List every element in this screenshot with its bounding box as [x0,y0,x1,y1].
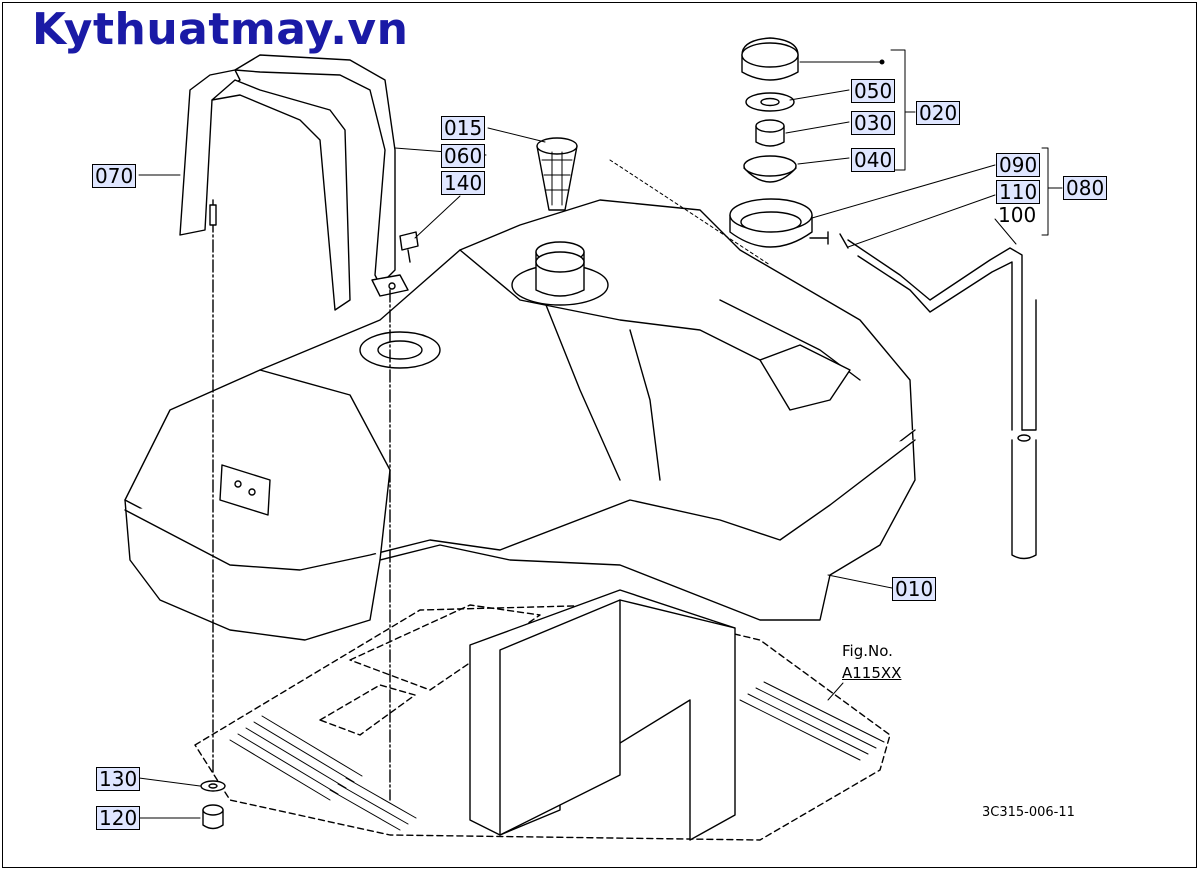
callout-130[interactable]: 130 [96,767,141,791]
callout-020[interactable]: 020 [916,101,961,125]
bolt [399,231,419,263]
callout-080[interactable]: 080 [1063,176,1108,200]
floor-plate [194,604,891,841]
callout-040[interactable]: 040 [851,148,896,172]
washer-nut [200,780,226,830]
figure-number[interactable]: A115XX [842,664,902,682]
callout-120[interactable]: 120 [96,806,141,830]
callout-060[interactable]: 060 [441,144,486,168]
fuel-tank [124,199,916,641]
cap-assembly [729,37,813,248]
callout-110[interactable]: 110 [996,180,1041,204]
filler-neck [535,241,585,297]
callout-140[interactable]: 140 [441,171,486,195]
watermark-logo: Kythuatmay.vn [32,4,409,55]
strainer [536,137,578,211]
callout-090[interactable]: 090 [996,153,1041,177]
drawing-number: 3C315-006-11 [982,805,1075,820]
stud-lines [209,199,391,801]
callout-070[interactable]: 070 [92,164,137,188]
callout-030[interactable]: 030 [851,111,896,135]
callout-010[interactable]: 010 [892,577,937,601]
figure-label: Fig.No. [842,642,893,660]
bracket [179,54,409,311]
callout-050[interactable]: 050 [851,79,896,103]
breather-hose [809,231,1037,560]
callout-015[interactable]: 015 [441,116,486,140]
leader-lines [138,49,1063,819]
step-grooves [229,681,885,831]
tunnel-cover [469,589,736,841]
callout-100[interactable]: 100 [998,203,1037,227]
